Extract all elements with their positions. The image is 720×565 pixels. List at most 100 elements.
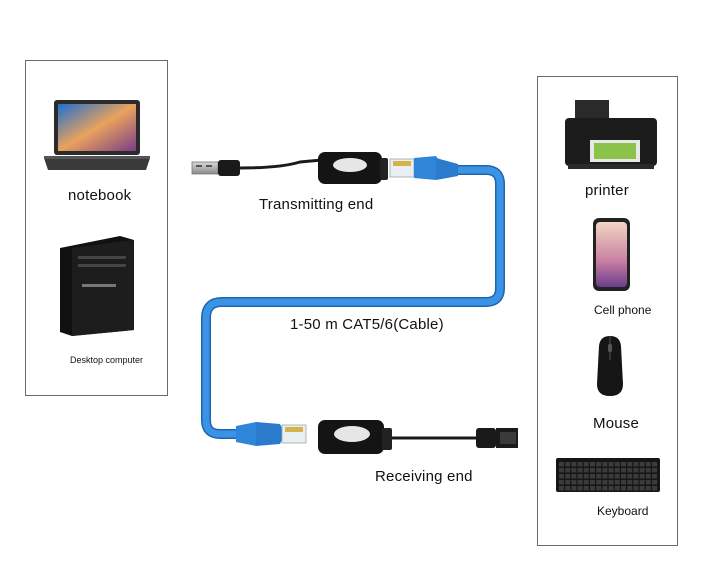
rj45-plug-transmitter [389,156,458,180]
receiving-end-label: Receiving end [375,468,473,485]
keyboard-key [614,474,620,479]
keyboard-key [645,480,651,485]
keyboard-key [608,480,614,485]
printer-label: printer [585,182,629,199]
keyboard-key [621,480,626,485]
keyboard-key [565,468,571,473]
keyboard-key [565,480,571,485]
keyboard-key [602,486,608,491]
keyboard-key [627,474,633,479]
keyboard-key [614,480,620,485]
keyboard-key [596,480,602,485]
keyboard-key [621,486,626,491]
keyboard-key [596,486,602,491]
keyboard-key [652,468,657,473]
keyboard-key [627,480,633,485]
keyboard-key [596,462,602,467]
notebook-label: notebook [68,187,132,204]
keyboard-key [633,480,639,485]
keyboard-key [633,474,639,479]
keyboard-key [633,486,639,491]
keyboard-key [577,480,583,485]
keyboard-key [571,486,577,491]
desktop-computer-icon [60,236,134,336]
keyboard-key [645,474,651,479]
usb-female-socket [476,428,518,448]
keyboard-key [583,486,589,491]
mouse-icon [597,336,623,396]
keyboard-key [571,474,577,479]
usb-male-plug [191,160,240,176]
keyboard-key [614,468,620,473]
cell-phone-icon [593,218,630,291]
keyboard-key [577,462,583,467]
keyboard-key [590,480,595,485]
keyboard-key [559,462,564,467]
keyboard-key [559,480,564,485]
keyboard-key [608,462,614,467]
keyboard-key [602,462,608,467]
keyboard-key [602,480,608,485]
keyboard-key [608,486,614,491]
keyboard-key [608,468,614,473]
keyboard-key [590,474,595,479]
keyboard-key [614,462,620,467]
keyboard-key [627,468,633,473]
keyboard-key [583,462,589,467]
keyboard-key [559,468,564,473]
keyboard-key [583,474,589,479]
keyboard-key [559,486,564,491]
keyboard-key [577,468,583,473]
receiver-adapter [318,420,392,454]
keyboard-key [645,462,651,467]
keyboard-key [596,474,602,479]
keyboard-key [565,486,571,491]
printer-icon [565,100,657,169]
keyboard-key [583,468,589,473]
keyboard-key [590,462,595,467]
keyboard-key [639,486,645,491]
keyboard-icon [556,458,660,492]
keyboard-key [639,474,645,479]
notebook-icon [44,100,150,170]
keyboard-key [621,468,626,473]
keyboard-key [633,462,639,467]
transmitter-adapter [318,152,388,184]
cable-length-label: 1-50 m CAT5/6(Cable) [290,316,444,333]
keyboard-key [639,462,645,467]
keyboard-key [652,480,657,485]
keyboard-key [608,474,614,479]
keyboard-key [639,468,645,473]
keyboard-key [565,474,571,479]
keyboard-key [583,480,589,485]
keyboard-key [596,468,602,473]
keyboard-key [590,468,595,473]
keyboard-key [633,468,639,473]
keyboard-key [571,462,577,467]
keyboard-key [652,474,657,479]
rj45-plug-receiver [236,422,307,446]
keyboard-key [645,468,651,473]
keyboard-key [627,462,633,467]
keyboard-key [645,486,651,491]
keyboard-key [571,480,577,485]
keyboard-key [565,462,571,467]
keyboard-key [590,486,595,491]
transmitter-usb-cable [239,158,323,170]
mouse-label: Mouse [593,415,640,432]
keyboard-key [652,462,657,467]
keyboard-key [602,474,608,479]
keyboard-key [627,486,633,491]
keyboard-key [614,486,620,491]
desktop-computer-label: Desktop computer [70,355,144,365]
transmitting-end-label: Transmitting end [259,196,374,213]
keyboard-label: Keyboard [597,504,649,518]
keyboard-key [639,480,645,485]
keyboard-key [621,474,626,479]
cell-phone-label: Cell phone [594,303,652,317]
keyboard-key [559,474,564,479]
keyboard-key [571,468,577,473]
keyboard-key [652,486,657,491]
keyboard-key [621,462,626,467]
